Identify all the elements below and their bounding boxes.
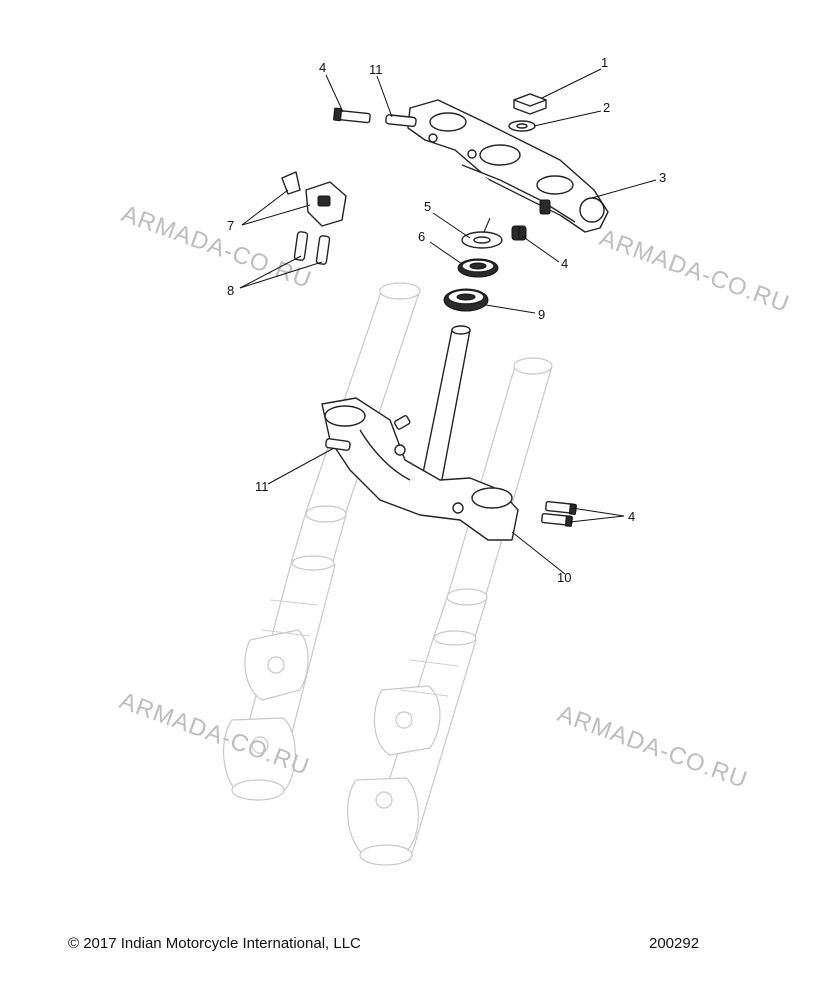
clamp-bolt-small <box>539 199 551 215</box>
mount-screws <box>293 231 331 265</box>
leader-4-right-a <box>571 507 625 517</box>
callout-labels: 1 2 3 4 11 5 6 4 9 7 8 11 4 10 <box>227 55 666 585</box>
leader-7b <box>241 204 311 226</box>
callout-10: 10 <box>557 570 571 585</box>
leader-4-right-b <box>569 515 625 523</box>
copyright-text: © 2017 Indian Motorcycle International, … <box>68 935 361 952</box>
callout-4-mid: 4 <box>561 256 568 271</box>
callout-7: 7 <box>227 218 234 233</box>
callout-11-low: 11 <box>255 479 269 494</box>
upper-bearing <box>457 258 499 278</box>
leader-2 <box>533 110 602 127</box>
watermark-top-left: ARMADA-CO.RU <box>118 200 315 294</box>
diagram-number: 200292 <box>649 935 699 952</box>
footer: © 2017 Indian Motorcycle International, … <box>68 935 699 952</box>
bolt-top <box>333 107 371 124</box>
bracket-mount <box>281 171 347 227</box>
stem-washer <box>508 120 536 132</box>
leader-11-top <box>376 75 393 118</box>
lower-triple-clamp <box>321 325 519 541</box>
upper-triple-clamp <box>407 99 609 233</box>
watermark-bottom-right: ARMADA-CO.RU <box>554 700 751 794</box>
pin-low <box>325 438 351 451</box>
leader-8b <box>239 261 323 289</box>
leader-4-mid <box>521 235 560 263</box>
lower-bearing <box>443 288 489 312</box>
right-fork-leg <box>346 357 553 866</box>
callout-3: 3 <box>659 170 666 185</box>
fork-assembly-ghost <box>222 282 553 866</box>
leader-4-top <box>325 74 344 113</box>
leader-lines <box>239 68 657 575</box>
pin-top <box>385 114 417 128</box>
leader-9 <box>485 304 536 314</box>
stem-nut <box>513 93 547 115</box>
callout-4-top: 4 <box>319 60 326 75</box>
leader-10 <box>511 531 566 575</box>
callout-1: 1 <box>601 55 608 70</box>
callout-5: 5 <box>424 199 431 214</box>
leader-1 <box>541 68 602 99</box>
callout-9: 9 <box>538 307 545 322</box>
bolts-lower-right <box>541 500 577 527</box>
dust-seal <box>461 217 503 249</box>
callout-2: 2 <box>603 100 610 115</box>
leader-6 <box>429 241 463 265</box>
callout-11-top: 11 <box>369 62 383 77</box>
leader-8a <box>239 255 302 289</box>
leader-11-low <box>267 447 335 485</box>
callout-4-right: 4 <box>628 509 635 524</box>
leader-3 <box>591 179 657 199</box>
leader-7a <box>241 189 289 226</box>
leader-5 <box>432 212 471 239</box>
left-fork-leg <box>222 282 421 801</box>
callout-8: 8 <box>227 283 234 298</box>
watermark-top-right: ARMADA-CO.RU <box>596 224 793 318</box>
callout-6: 6 <box>418 229 425 244</box>
